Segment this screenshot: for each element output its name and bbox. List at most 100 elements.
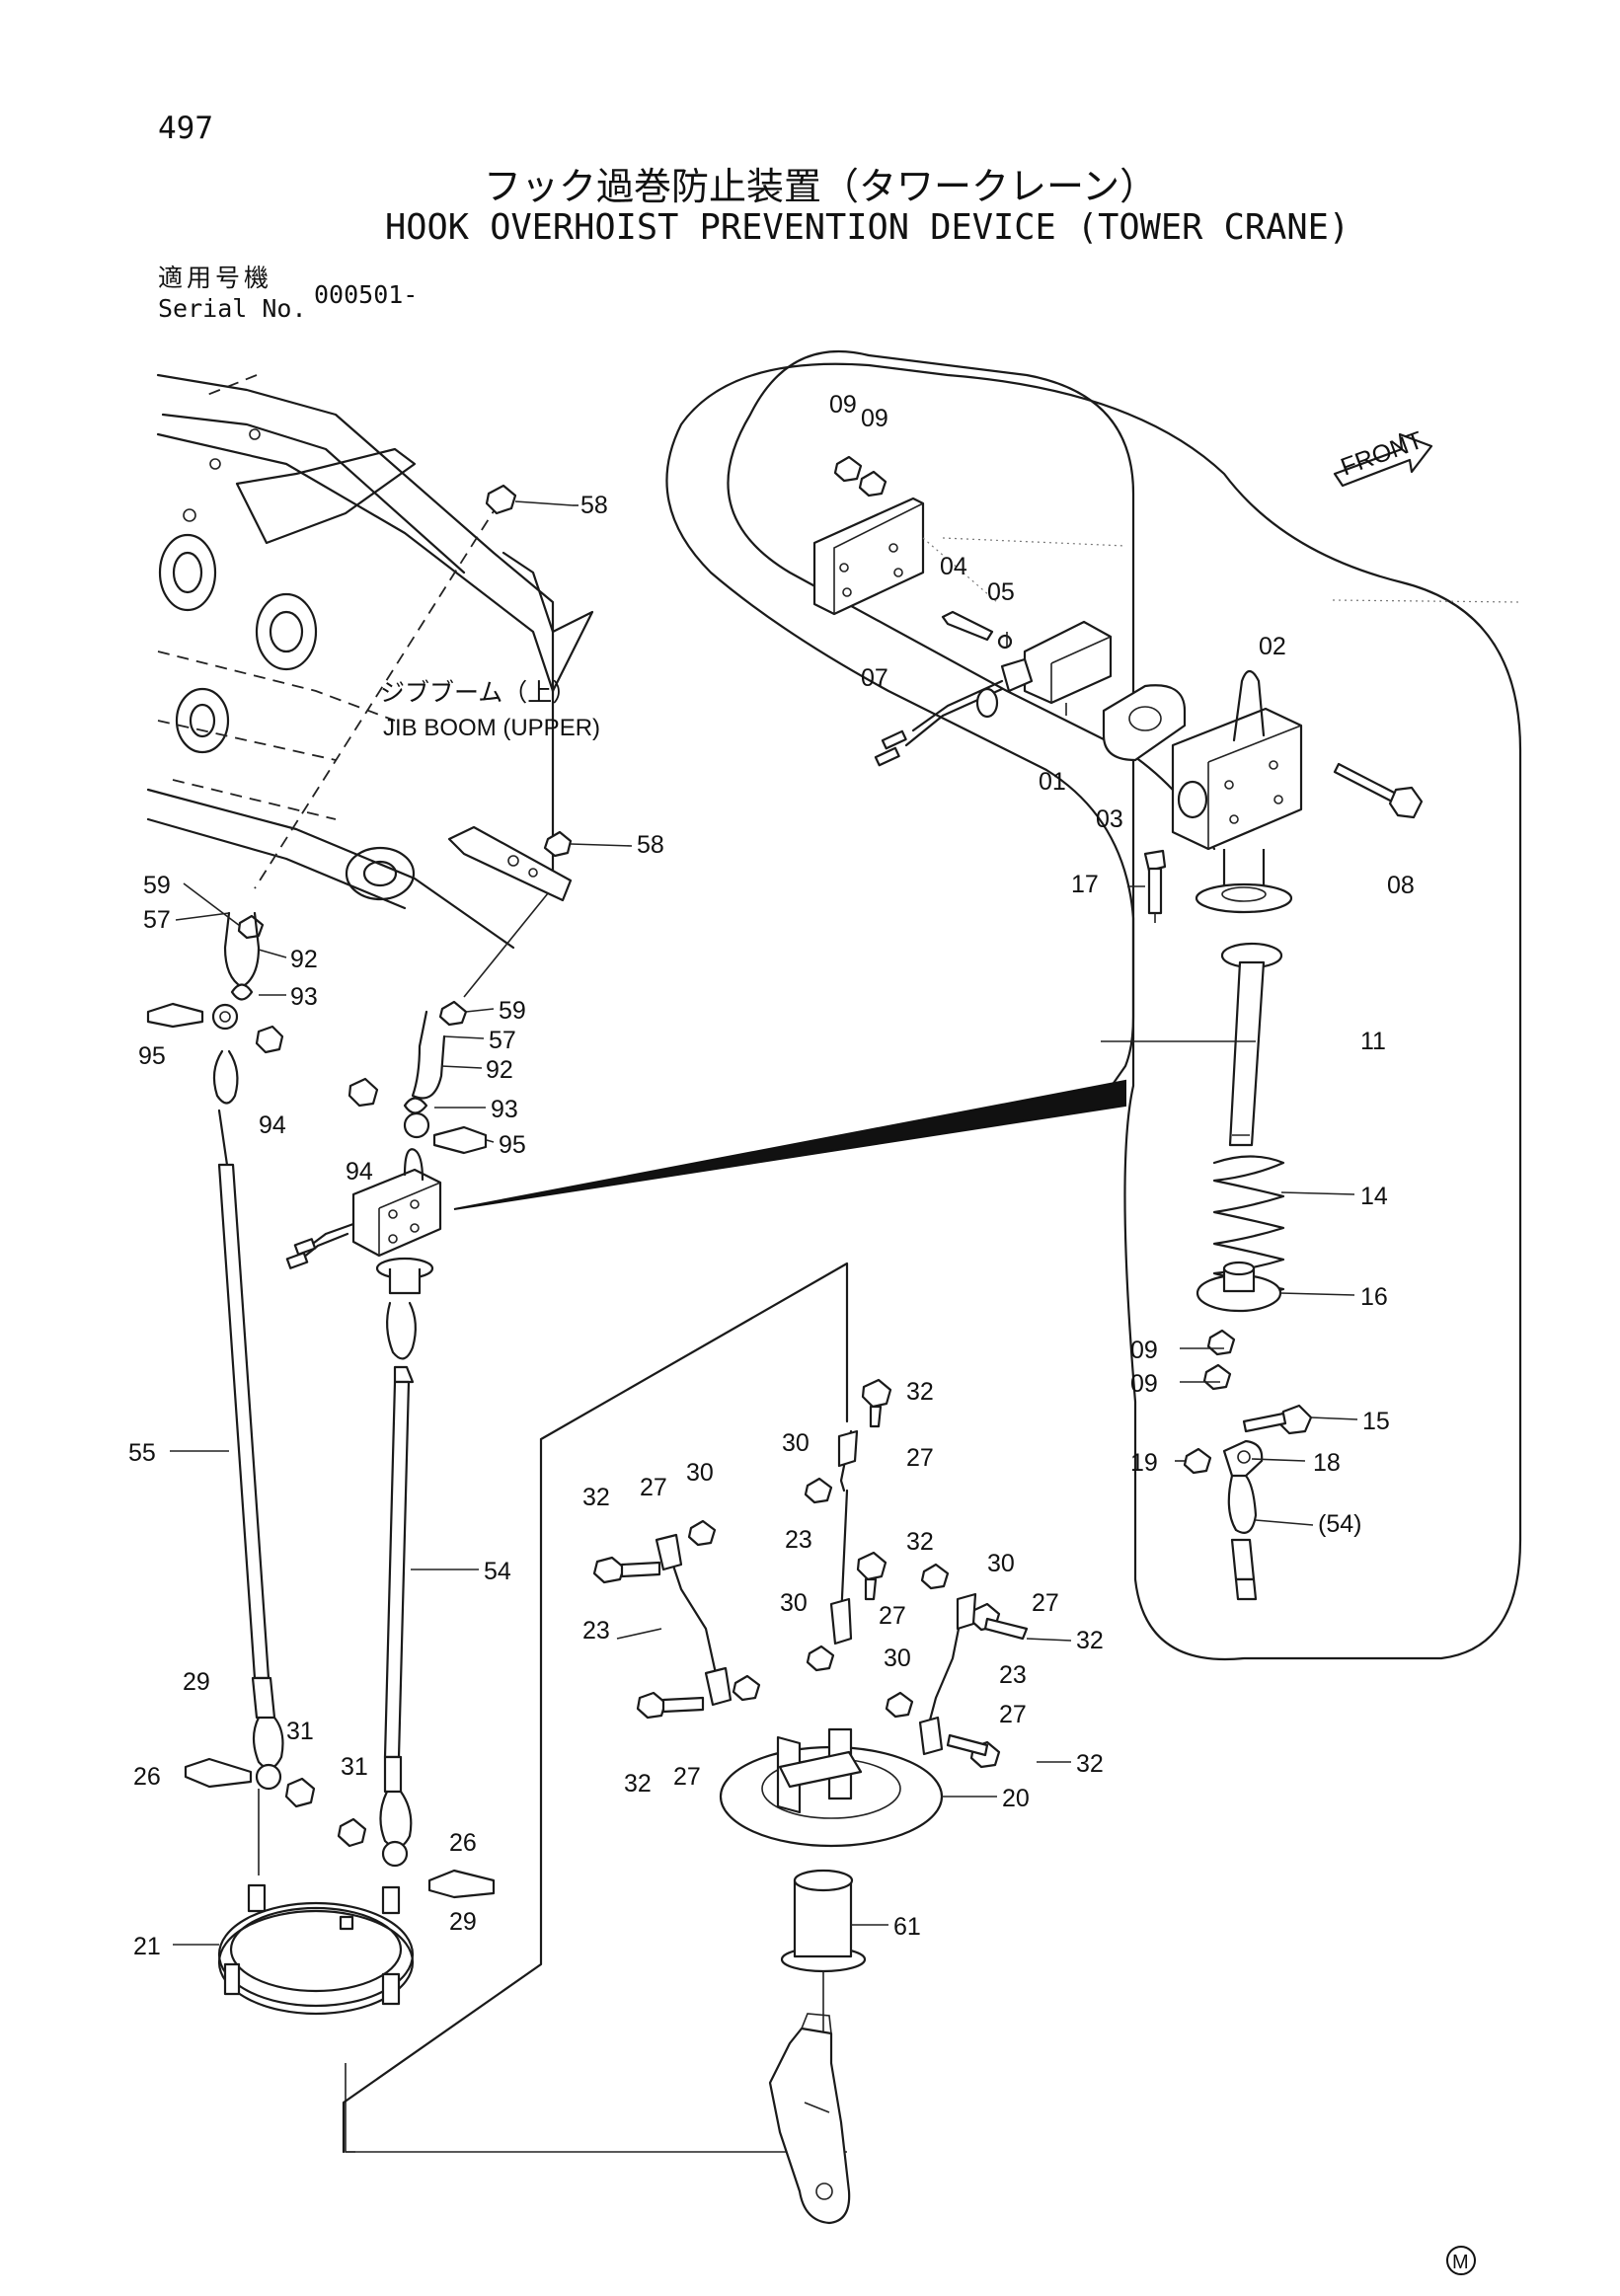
bracket-58-lower [447,825,633,902]
callout-30-top: 30 [782,1429,810,1457]
seat-16 [1196,1261,1282,1313]
assembly-leader-line [254,502,500,889]
callout-30-mid: 30 [780,1589,808,1617]
front-arrow-icon: FRONT [1333,426,1433,488]
callout-19: 19 [1130,1449,1158,1477]
callout-09-a: 09 [829,391,857,419]
callout-31-right: 31 [341,1753,368,1781]
serial-number-value: 000501- [314,280,419,309]
footer-m-mark: M [1446,2246,1476,2275]
bolt-08 [1333,762,1424,819]
callout-05: 05 [987,578,1015,606]
callout-95-left: 95 [138,1042,166,1070]
callout-32-left: 32 [582,1484,610,1511]
serial-label-japanese: 適用号機 [158,264,273,292]
callout-30-lower: 30 [884,1645,911,1672]
callout-92-right: 92 [486,1056,513,1084]
callout-09-d: 09 [1130,1370,1158,1398]
callout-94-right: 94 [346,1158,373,1186]
serial-label-english: Serial No. [158,294,307,323]
clamp-ring-21 [217,1883,847,2153]
callout-57-left: 57 [143,906,171,934]
callout-57-right: 57 [489,1027,516,1054]
title-english: HOOK OVERHOIST PREVENTION DEVICE (TOWER … [385,207,1350,248]
callout-17: 17 [1071,871,1099,898]
callout-32-right: 32 [1076,1627,1104,1654]
callout-30-left: 30 [686,1459,714,1487]
callout-95-right: 95 [499,1131,526,1159]
linkage-enclosure [342,1262,849,2154]
callout-26-right: 26 [449,1829,477,1857]
callout-27-top: 27 [906,1444,934,1472]
linkage-nuts [687,1477,950,1719]
callout-32-mid: 32 [906,1528,934,1556]
callout-20: 20 [1002,1785,1030,1812]
callout-27-mid: 27 [879,1602,906,1630]
limit-switch-01 [874,620,1113,767]
jib-boom-label-en: JIB BOOM (UPPER) [383,715,600,741]
callout-27-right: 27 [1032,1589,1059,1617]
callout-14: 14 [1360,1183,1388,1210]
svg-text:M: M [1452,2252,1469,2273]
linkage-bolts [592,1378,1029,1769]
callout-09-c: 09 [1130,1337,1158,1364]
callout-07: 07 [861,664,888,692]
callout-54: 54 [484,1558,511,1585]
jib-boom-structure [146,373,594,950]
right-wire-rope-54 [337,1301,496,1899]
title-japanese: フック過巻防止装置（タワークレーン） [484,165,1158,208]
callout-16: 16 [1360,1283,1388,1311]
callout-94-left: 94 [259,1111,286,1139]
callout-02: 02 [1259,633,1286,660]
callout-32-lower-left: 32 [624,1770,652,1798]
bracket-02 [1171,669,1303,914]
callout-32-top: 32 [906,1378,934,1406]
front-label: FRONT [1337,426,1426,482]
callout-27-left: 27 [640,1474,667,1501]
left-wire-rope-55 [184,1049,316,1875]
leader-lines [170,504,1358,1946]
pin-11 [1220,942,1283,1147]
callout-61: 61 [893,1913,921,1941]
nut-58-top [485,484,574,515]
callout-59-right: 59 [499,997,526,1025]
callout-23-top: 23 [785,1526,812,1554]
page-number: 497 [158,111,213,146]
callout-29-left: 29 [183,1668,210,1696]
callout-08: 08 [1387,872,1415,899]
bushing-61 [780,1869,867,2033]
callout-59-left: 59 [143,872,171,899]
callout-15: 15 [1362,1408,1390,1435]
dotted-line-a [942,537,1126,547]
callout-18: 18 [1313,1449,1341,1477]
dotted-line-b [1332,599,1521,603]
callout-31-left: 31 [286,1718,314,1745]
terminal-18-and-nut-19 [1183,1439,1264,1601]
detail-pointer [453,1079,1126,1210]
mounting-plate-07 [812,497,998,616]
callout-03: 03 [1096,805,1123,833]
gasket-03 [1102,684,1187,762]
callout-23-right: 23 [999,1661,1027,1689]
callout-58-bracket: 58 [637,831,664,859]
callout-55: 55 [128,1439,156,1467]
jib-boom-label-jp: ジブブーム（上） [380,678,577,707]
callout-26-left: 26 [133,1763,161,1791]
bracket-leader [463,892,549,998]
callout-32-lower-right: 32 [1076,1750,1104,1778]
callout-04: 04 [940,553,967,580]
callout-09-b: 09 [861,405,888,432]
bolt-17 [1143,849,1167,923]
callout-92-left: 92 [290,946,318,973]
bolt-15 [1242,1404,1313,1435]
callout-93-left: 93 [290,983,318,1011]
callout-27-lower-left: 27 [673,1763,701,1791]
right-limit-switch-box [285,1148,442,1295]
base-plate-20 [719,1727,944,1848]
callout-30-right: 30 [987,1550,1015,1577]
callout-54-ref: (54) [1318,1510,1361,1538]
detail-nuts-09 [833,455,887,497]
callout-27-lower-right: 27 [999,1701,1027,1728]
lever-arm [768,2013,851,2225]
